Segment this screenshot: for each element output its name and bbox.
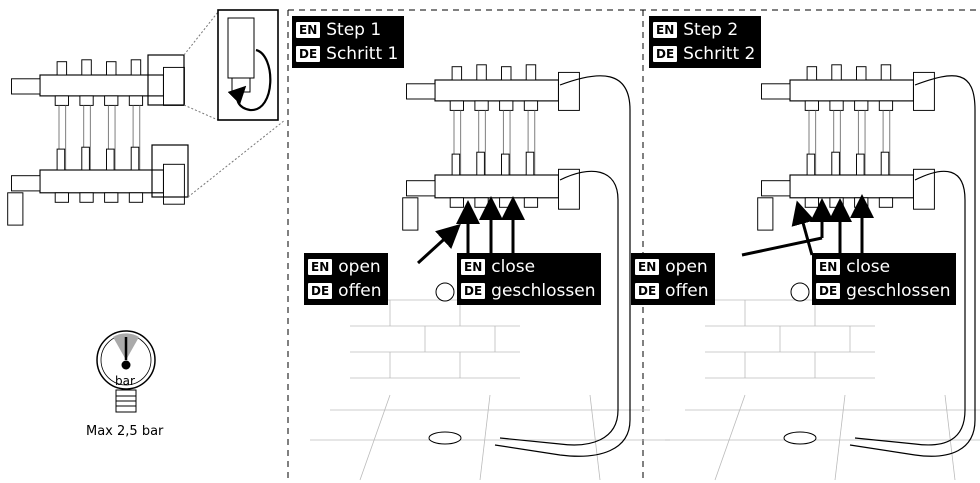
step2-open-en: open	[665, 257, 708, 277]
en-tag: EN	[296, 22, 321, 38]
de-tag: DE	[296, 46, 321, 62]
step1-title-de: Schritt 1	[326, 44, 399, 64]
en-tag: EN	[308, 259, 333, 275]
de-tag: DE	[461, 283, 486, 299]
en-tag: EN	[816, 259, 841, 275]
step2-close-label: EN close DE geschlossen	[812, 253, 957, 305]
step1-open-en: open	[338, 257, 381, 277]
step2-open-de: offen	[665, 281, 709, 301]
step2-title-en: Step 2	[683, 20, 739, 40]
step1-open-de: offen	[338, 281, 382, 301]
en-tag: EN	[653, 22, 678, 38]
en-tag: EN	[635, 259, 660, 275]
step1-close-label: EN close DE geschlossen	[457, 253, 602, 305]
step1-close-en: close	[491, 257, 536, 277]
gauge-max-label: Max 2,5 bar	[86, 424, 164, 439]
step2-close-en: close	[846, 257, 891, 277]
step1-title-en: Step 1	[326, 20, 382, 40]
step1-title-label: EN Step 1 DE Schritt 1	[292, 16, 405, 68]
step2-open-label: EN open DE offen	[631, 253, 715, 305]
gauge-unit-label: bar	[115, 374, 135, 388]
step1-close-de: geschlossen	[491, 281, 596, 301]
de-tag: DE	[635, 283, 660, 299]
step2-close-de: geschlossen	[846, 281, 951, 301]
de-tag: DE	[816, 283, 841, 299]
pressure-gauge-icon	[96, 330, 156, 413]
de-tag: DE	[308, 283, 333, 299]
step1-open-label: EN open DE offen	[304, 253, 388, 305]
step2-title-de: Schritt 2	[683, 44, 756, 64]
en-tag: EN	[461, 259, 486, 275]
de-tag: DE	[653, 46, 678, 62]
step2-title-label: EN Step 2 DE Schritt 2	[649, 16, 762, 68]
